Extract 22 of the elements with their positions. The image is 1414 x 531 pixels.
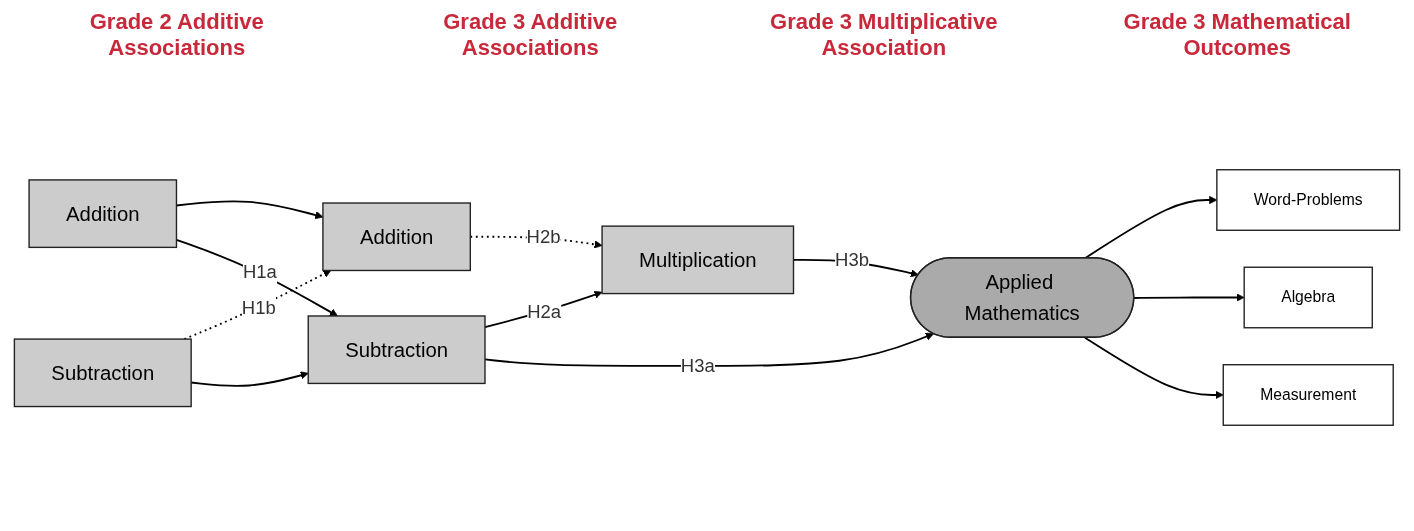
node-box: Subtraction xyxy=(307,315,486,385)
node-box: Word-Problems xyxy=(1216,169,1401,231)
arrow xyxy=(484,290,603,328)
node-box: Subtraction xyxy=(13,338,192,408)
arrow xyxy=(484,332,934,367)
edge-label: H1a xyxy=(242,261,277,282)
column-heading: Grade 2 Additive Associations xyxy=(88,9,265,61)
node-box: Measurement xyxy=(1222,364,1394,426)
node-box: Algebra xyxy=(1243,266,1373,329)
edge-label: H3a xyxy=(680,355,715,377)
edge-label: H1b xyxy=(241,297,276,318)
node-box: Addition xyxy=(28,179,178,249)
column-heading: Grade 3 Multiplicative Association xyxy=(769,9,999,61)
arrow xyxy=(1084,336,1224,400)
node-box: Addition xyxy=(322,202,471,272)
column-heading: Grade 3 Mathematical Outcomes xyxy=(1122,9,1352,61)
node-box: Multiplication xyxy=(601,225,795,295)
edge-label: H2a xyxy=(527,301,562,322)
edge-label: H3b xyxy=(835,249,869,271)
edge-label: H2b xyxy=(526,226,561,247)
column-heading: Grade 3 Additive Associations xyxy=(442,9,619,61)
arrow xyxy=(1133,293,1245,302)
